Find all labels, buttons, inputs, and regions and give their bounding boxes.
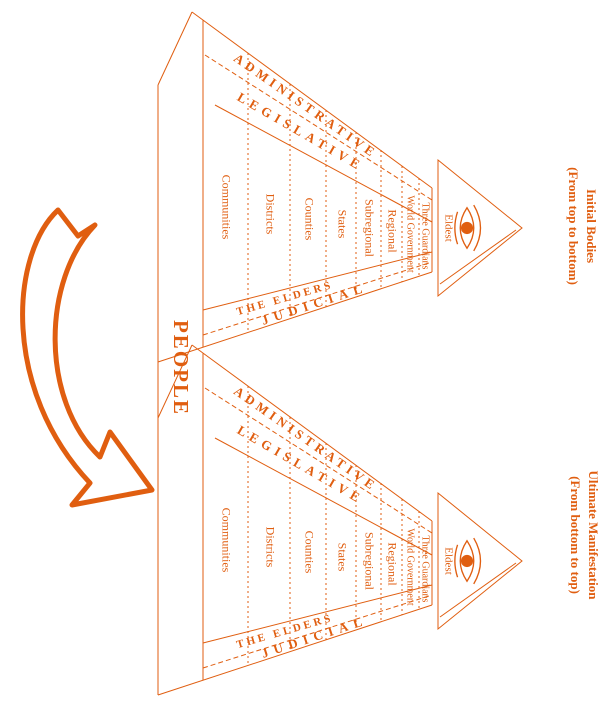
pyramid-ultimate-manifestation (157, 344, 523, 696)
curved-arrow-icon (20, 207, 155, 508)
pyramid-initial-bodies (157, 11, 523, 363)
caption-ultimate-manifestation: Ultimate Manifestation (From bottom to t… (568, 471, 601, 601)
caption-line1: Ultimate Manifestation (586, 471, 601, 601)
caption-line2: (From top to bottom) (566, 167, 581, 285)
people-label: PEOPLE (169, 320, 193, 416)
caption-initial-bodies: Initial Bodies (From top to bottom) (566, 167, 599, 285)
caption-line1: Initial Bodies (584, 189, 599, 263)
caption-line2: (From bottom to top) (568, 476, 583, 594)
